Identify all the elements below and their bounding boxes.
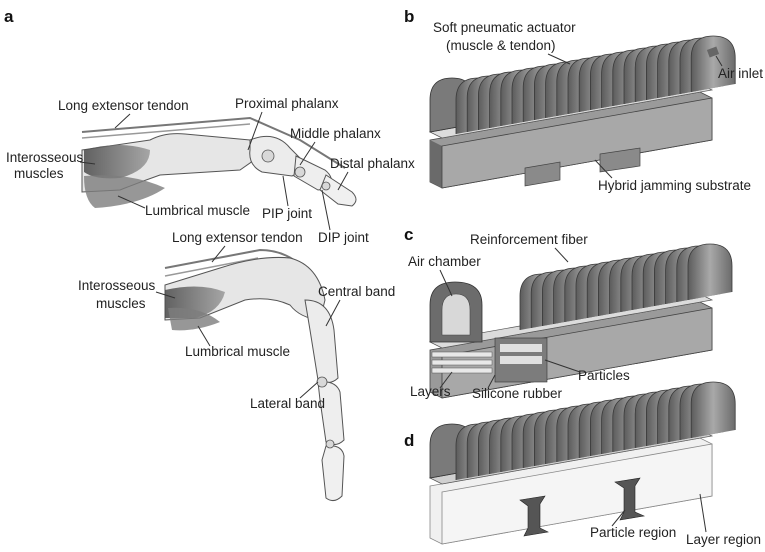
label-dip-joint: DIP joint xyxy=(318,230,369,245)
label-particles: Particles xyxy=(578,368,630,383)
label-soft-pneumatic-actuator-1: Soft pneumatic actuator xyxy=(433,20,576,35)
label-interosseous-1: Interosseous xyxy=(6,150,84,165)
label-soft-pneumatic-actuator-2: (muscle & tendon) xyxy=(446,38,556,53)
actuator-illustration-b xyxy=(430,36,735,188)
actuator-rib xyxy=(691,36,735,92)
label-long-extensor-tendon-2: Long extensor tendon xyxy=(172,230,303,245)
label-silicone-rubber: Silicone rubber xyxy=(472,386,563,401)
label-pip-joint: PIP joint xyxy=(262,206,312,221)
label-distal-phalanx: Distal phalanx xyxy=(330,156,415,171)
label-lateral-band: Lateral band xyxy=(250,396,325,411)
label-interosseous-flexed-2: muscles xyxy=(96,296,146,311)
label-hybrid-jamming-substrate: Hybrid jamming substrate xyxy=(598,178,751,193)
label-particle-region: Particle region xyxy=(590,525,676,540)
label-lumbrical-muscle-1: Lumbrical muscle xyxy=(145,203,250,218)
panel-label-a: a xyxy=(4,7,14,26)
actuator-regions-illustration-d xyxy=(430,382,735,544)
panel-label-c: c xyxy=(404,225,413,244)
label-middle-phalanx: Middle phalanx xyxy=(290,126,381,141)
label-proximal-phalanx: Proximal phalanx xyxy=(235,96,339,111)
label-central-band: Central band xyxy=(318,284,395,299)
panel-label-d: d xyxy=(404,431,414,450)
label-layers: Layers xyxy=(410,384,451,399)
label-air-chamber: Air chamber xyxy=(408,254,481,269)
actuator-rib xyxy=(691,382,735,438)
label-lumbrical-muscle-2: Lumbrical muscle xyxy=(185,344,290,359)
actuator-rib xyxy=(688,244,732,300)
label-interosseous-2: muscles xyxy=(14,166,64,181)
label-interosseous-flexed-1: Interosseous xyxy=(78,278,156,293)
label-reinforcement-fiber: Reinforcement fiber xyxy=(470,232,588,247)
label-layer-region: Layer region xyxy=(686,532,761,547)
panel-label-b: b xyxy=(404,7,414,26)
label-air-inlet: Air inlet xyxy=(718,66,763,81)
label-long-extensor-tendon-1: Long extensor tendon xyxy=(58,98,189,113)
